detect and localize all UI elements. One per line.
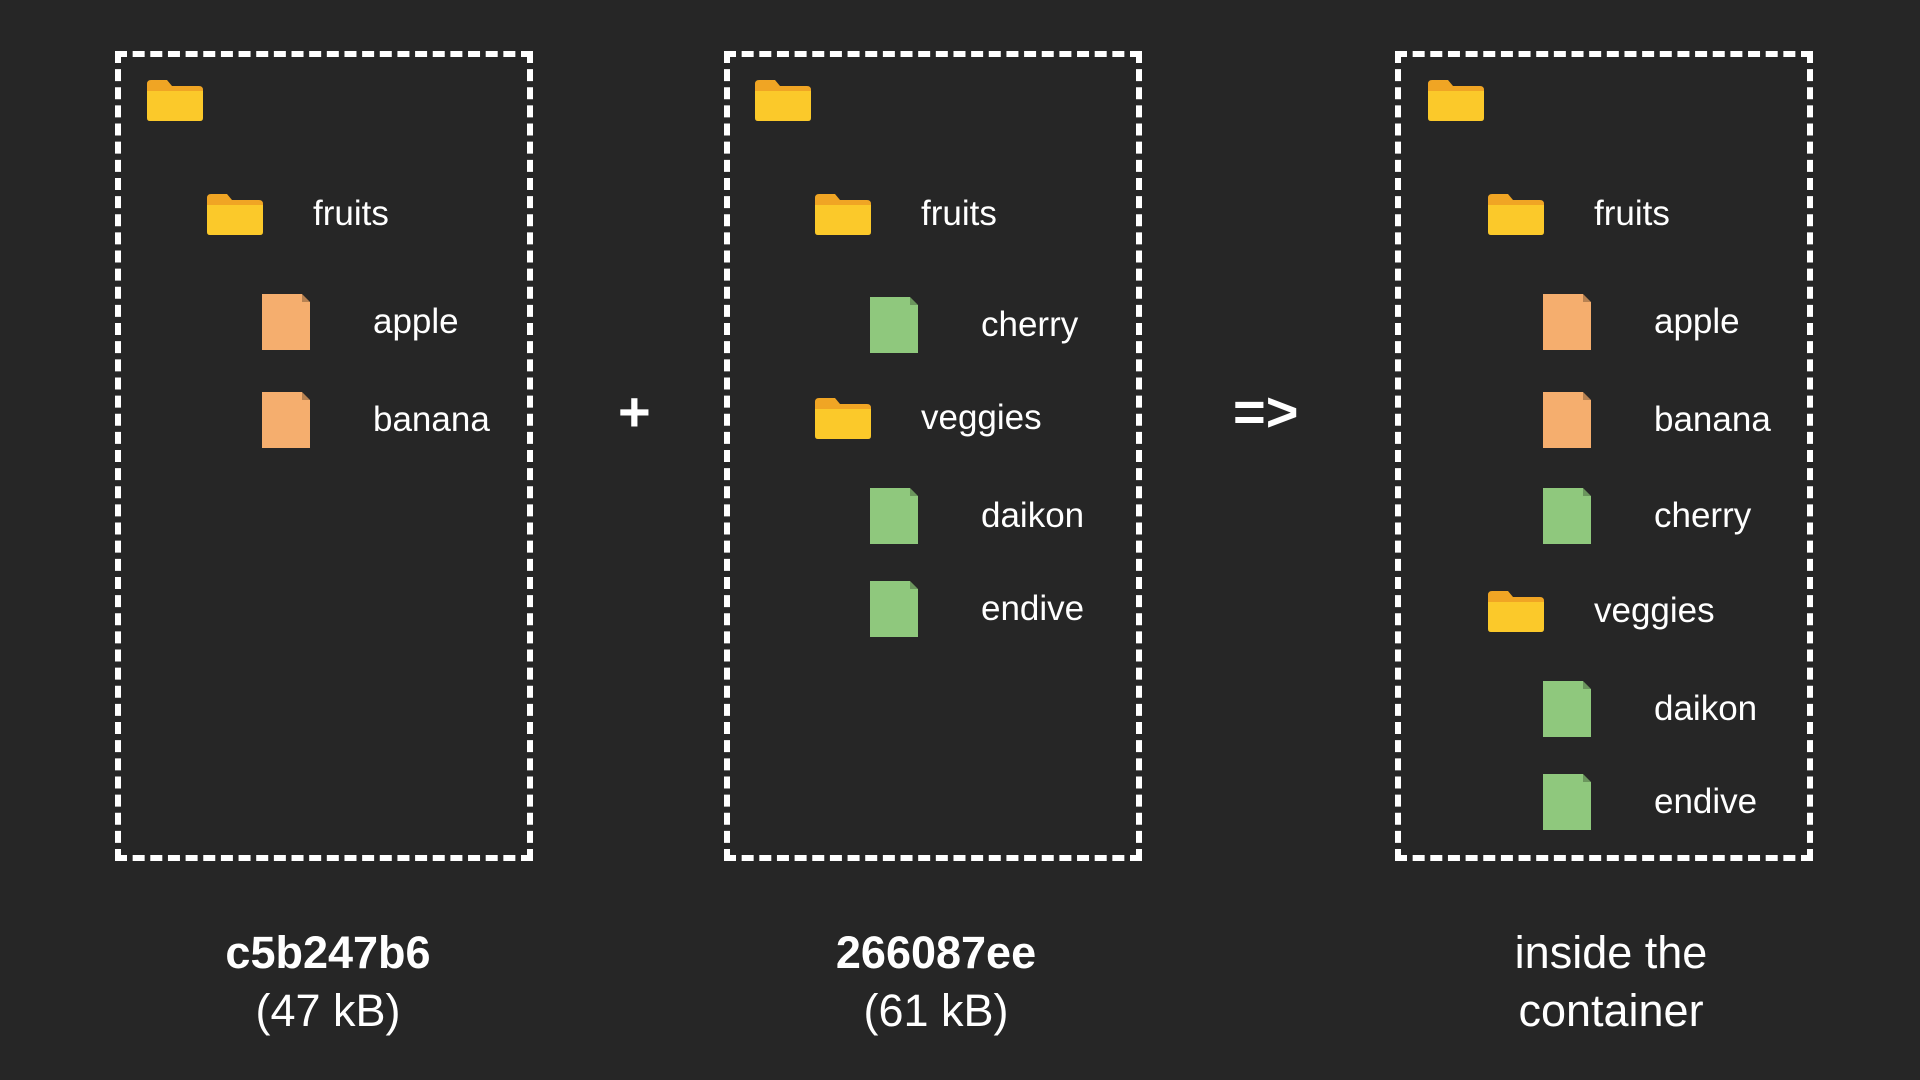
file-icon [868,295,920,360]
folder-icon [1426,78,1486,127]
layer-size-1: (47 kB) [255,985,401,1036]
file-icon [1541,292,1593,357]
folder-icon [145,78,205,127]
container-caption-line-2: container [1518,985,1704,1036]
file-name: banana [1654,400,1771,439]
file-icon [1541,679,1593,744]
container-caption: inside the container [1401,924,1821,1040]
layer-box-1 [115,51,533,861]
file-icon [1541,390,1593,455]
folder-name: fruits [1594,194,1670,233]
file-name: cherry [1654,496,1752,535]
file-name: endive [1654,782,1758,821]
folder-name: veggies [921,398,1042,437]
file-icon [868,486,920,551]
layer-box-2 [724,51,1142,861]
result-operator: => [1233,380,1299,443]
file-icon [1541,772,1593,837]
folder-name: veggies [1594,591,1715,630]
folder-icon [1486,589,1546,638]
layer-size-2: (61 kB) [863,985,1009,1036]
file-name: apple [1654,302,1740,341]
file-icon [260,292,312,357]
layer-hash-1: c5b247b6 [225,927,431,978]
file-icon [260,390,312,455]
file-name: banana [373,400,490,439]
file-name: cherry [981,305,1079,344]
file-name: daikon [1654,689,1758,728]
container-caption-line-1: inside the [1514,927,1708,978]
file-name: apple [373,302,459,341]
layer-hash-2: 266087ee [835,927,1037,978]
folder-icon [813,192,873,241]
container-box [1395,51,1813,861]
layer-caption-2: 266087ee (61 kB) [726,924,1146,1040]
file-icon [868,579,920,644]
file-name: daikon [981,496,1085,535]
layer-caption-1: c5b247b6 (47 kB) [118,924,538,1040]
folder-name: fruits [921,194,997,233]
folder-icon [205,192,265,241]
plus-operator: + [618,380,651,443]
folder-icon [753,78,813,127]
file-name: endive [981,589,1085,628]
file-icon [1541,486,1593,551]
folder-name: fruits [313,194,389,233]
folder-icon [1486,192,1546,241]
folder-icon [813,396,873,445]
